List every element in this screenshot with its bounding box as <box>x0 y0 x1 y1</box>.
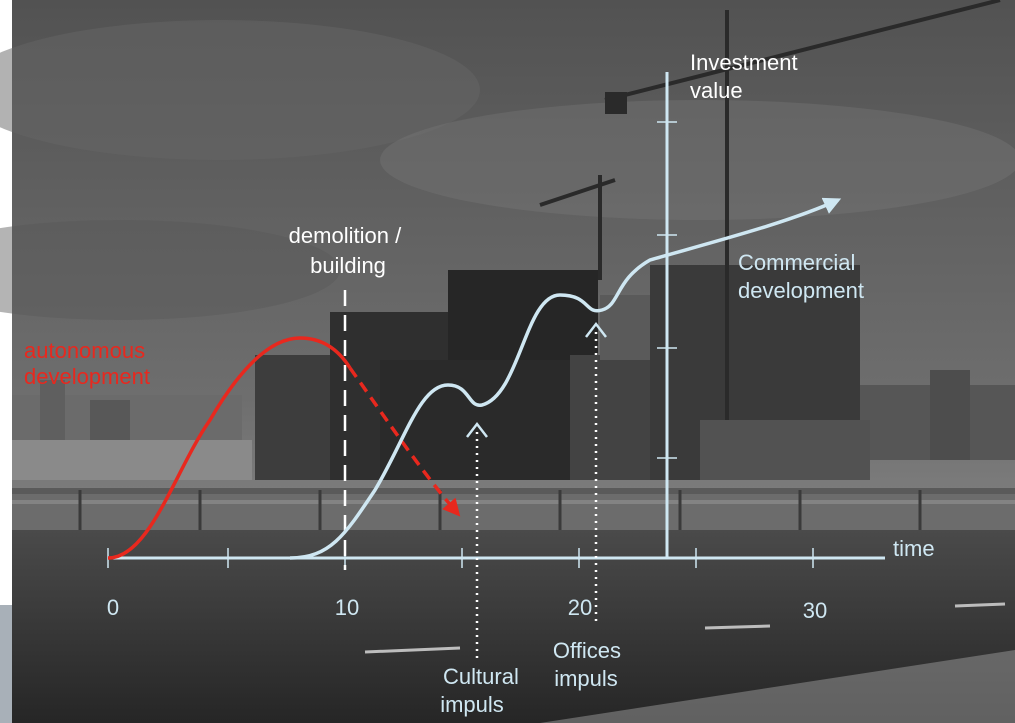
offices-label-line: impuls <box>554 666 618 691</box>
demolition-building-label: demolition / building <box>289 223 408 278</box>
autonomous-label-line: development <box>24 364 150 389</box>
x-tick-label: 0 <box>107 595 119 620</box>
x-tick-label: 10 <box>335 595 359 620</box>
commercial-development-curve <box>289 197 842 560</box>
offices-label-line: Offices <box>553 638 621 663</box>
demolition-label-line: building <box>310 253 386 278</box>
investment-label-line: value <box>690 78 743 103</box>
cultural-impuls-label: Cultural impuls <box>440 664 525 717</box>
time-axis-label: time <box>893 536 935 561</box>
x-tick-label: 30 <box>803 598 827 623</box>
commercial-label-line: development <box>738 278 864 303</box>
investment-label-line: Investment <box>690 50 798 75</box>
x-tick-labels: 0 10 20 30 <box>107 595 827 623</box>
investment-value-label: Investment value <box>690 50 804 103</box>
autonomous-development-projection <box>348 366 461 517</box>
commercial-label-line: Commercial <box>738 250 855 275</box>
autonomous-development-curve <box>107 336 352 560</box>
offices-impuls-arrow <box>585 321 607 338</box>
cultural-label-line: impuls <box>440 692 504 717</box>
autonomous-development-label: autonomous development <box>24 338 151 389</box>
autonomous-label-line: autonomous <box>24 338 145 363</box>
y-tick-marks <box>657 121 677 459</box>
demolition-label-line: demolition / <box>289 223 402 248</box>
cultural-impuls-arrow <box>466 421 488 438</box>
x-tick-label: 20 <box>568 595 592 620</box>
offices-impuls-label: Offices impuls <box>553 638 627 691</box>
commercial-development-label: Commercial development <box>738 250 864 303</box>
cultural-label-line: Cultural <box>443 664 519 689</box>
